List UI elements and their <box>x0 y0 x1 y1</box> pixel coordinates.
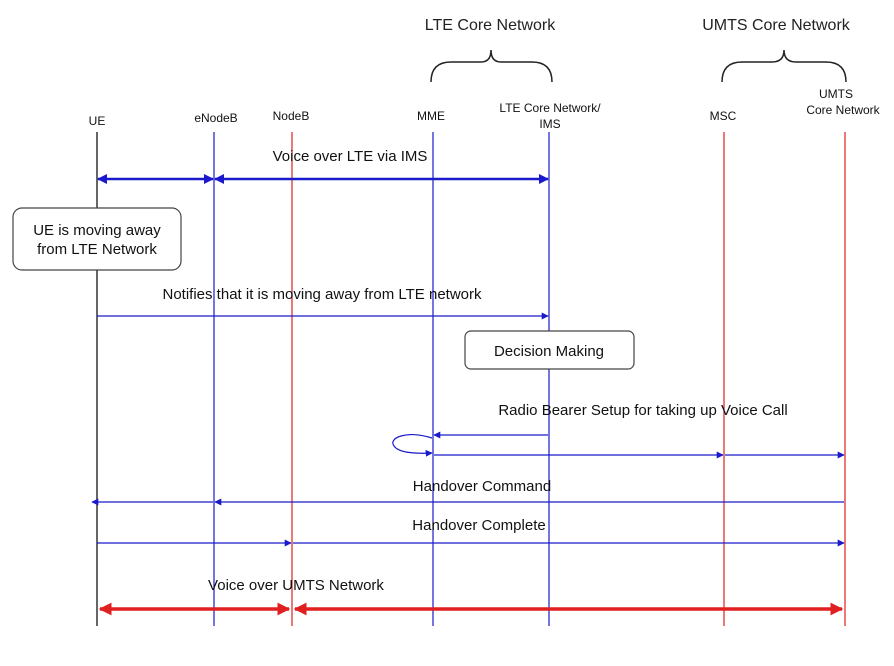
entity-label-lte-core-line2: IMS <box>539 117 560 131</box>
group-label-lte: LTE Core Network <box>425 17 556 34</box>
entity-label-msc: MSC <box>710 109 737 123</box>
msg-voice-umts-label: Voice over UMTS Network <box>208 577 384 594</box>
group-label-umts: UMTS Core Network <box>702 17 851 34</box>
msg-radio-bearer-self-loop <box>392 434 433 457</box>
decision-box <box>464 330 635 370</box>
entity-label-nodeb: NodeB <box>273 109 310 123</box>
msg-handover-command-label: Handover Command <box>413 478 551 495</box>
decision-box-label: Decision Making <box>494 343 604 360</box>
entity-label-ue: UE <box>89 114 106 128</box>
entity-label-mme: MME <box>417 109 445 123</box>
brace-lte <box>430 49 553 83</box>
msg-handover-complete-label: Handover Complete <box>412 517 545 534</box>
ue-moving-box-line1: UE is moving away <box>33 222 161 239</box>
msg-voice-lte-label: Voice over LTE via IMS <box>273 148 428 165</box>
entity-label-umts-core-line1: UMTS <box>819 87 853 101</box>
ue-moving-box-line2: from LTE Network <box>37 241 157 258</box>
entity-label-enodeb: eNodeB <box>194 111 237 125</box>
entity-label-umts-core-line2: Core Network <box>806 103 880 117</box>
msg-radio-bearer-label: Radio Bearer Setup for taking up Voice C… <box>498 402 787 419</box>
msg-notify-label: Notifies that it is moving away from LTE… <box>163 286 482 303</box>
brace-umts <box>721 49 847 83</box>
ue-moving-box <box>12 207 182 271</box>
entity-label-lte-core-line1: LTE Core Network/ <box>499 101 601 115</box>
